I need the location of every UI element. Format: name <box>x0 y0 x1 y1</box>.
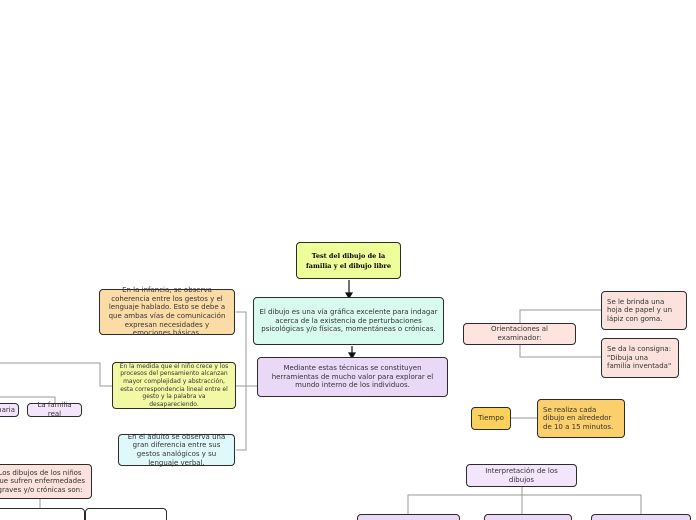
papel-node[interactable]: Se le brinda una hoja de papel y un lápi… <box>601 291 687 330</box>
orientaciones-node[interactable]: Orientaciones al examinador: <box>463 323 576 345</box>
connector-far-left <box>0 362 112 387</box>
medida-text: En la medida que el niño crece y los pro… <box>119 362 229 408</box>
arrow-head-2 <box>347 352 357 360</box>
interp-child-3-node[interactable] <box>591 514 691 520</box>
connector-interp-left <box>407 487 523 514</box>
imaginaria-text: naria <box>0 405 15 414</box>
title-text: Test del dibujo de la familia y el dibuj… <box>306 251 391 270</box>
tiempo-desc-text: Se realiza cada dibujo en alrededor de 1… <box>543 405 614 431</box>
consigna-node[interactable]: Se da la consigna: "Dibuja una familia i… <box>601 338 679 378</box>
connector-interp-right <box>522 494 642 514</box>
tools-text: Mediante estas técnicas se constituyen h… <box>271 364 434 390</box>
ninos-child-2-node[interactable] <box>85 508 167 520</box>
connector-left-children <box>0 396 56 403</box>
arrow-head-1 <box>344 292 354 300</box>
consigna-text: Se da la consigna: "Dibuja una familia i… <box>607 345 672 371</box>
infancia-node[interactable]: En la infancia, se observa coherencia en… <box>99 286 235 338</box>
infancia-text: En la infancia, se observa coherencia en… <box>108 286 226 338</box>
papel-text: Se le brinda una hoja de papel y un lápi… <box>607 297 673 323</box>
interpretacion-text: Interpretación de los dibujos <box>485 466 558 484</box>
title-node[interactable]: Test del dibujo de la familia y el dibuj… <box>296 242 401 279</box>
ninos-child-1-node[interactable] <box>0 508 85 520</box>
interp-child-1-node[interactable] <box>357 514 460 520</box>
imaginaria-node[interactable]: naria <box>0 403 19 417</box>
interp-child-2-node[interactable] <box>484 514 572 520</box>
connector-orient-consigna <box>519 345 601 358</box>
medida-node[interactable]: En la medida que el niño crece y los pro… <box>112 362 236 409</box>
adulto-text: En el adulto se observa una gran diferen… <box>127 432 226 467</box>
ninos-node[interactable]: Los dibujos de los niños que sufren enfe… <box>0 464 92 499</box>
tools-node[interactable]: Mediante estas técnicas se constituyen h… <box>257 357 448 397</box>
interpretacion-node[interactable]: Interpretación de los dibujos <box>466 464 577 487</box>
orientaciones-text: Orientaciones al examinador: <box>490 325 549 342</box>
connector-orient-papel <box>519 309 601 323</box>
tiempo-desc-node[interactable]: Se realiza cada dibujo en alrededor de 1… <box>537 399 625 438</box>
tiempo-node[interactable]: Tiempo <box>471 407 511 430</box>
tiempo-text: Tiempo <box>478 414 504 423</box>
familia-real-node[interactable]: La familia real <box>27 401 82 418</box>
connector-left-bracket <box>236 311 247 451</box>
main-description-text: El dibujo es una vía gráfica excelente p… <box>259 308 438 334</box>
main-description-node[interactable]: El dibujo es una vía gráfica excelente p… <box>253 297 444 345</box>
adulto-node[interactable]: En el adulto se observa una gran diferen… <box>118 432 235 467</box>
familia-real-text: La familia real <box>37 401 72 418</box>
ninos-text: Los dibujos de los niños que sufren enfe… <box>0 468 86 494</box>
